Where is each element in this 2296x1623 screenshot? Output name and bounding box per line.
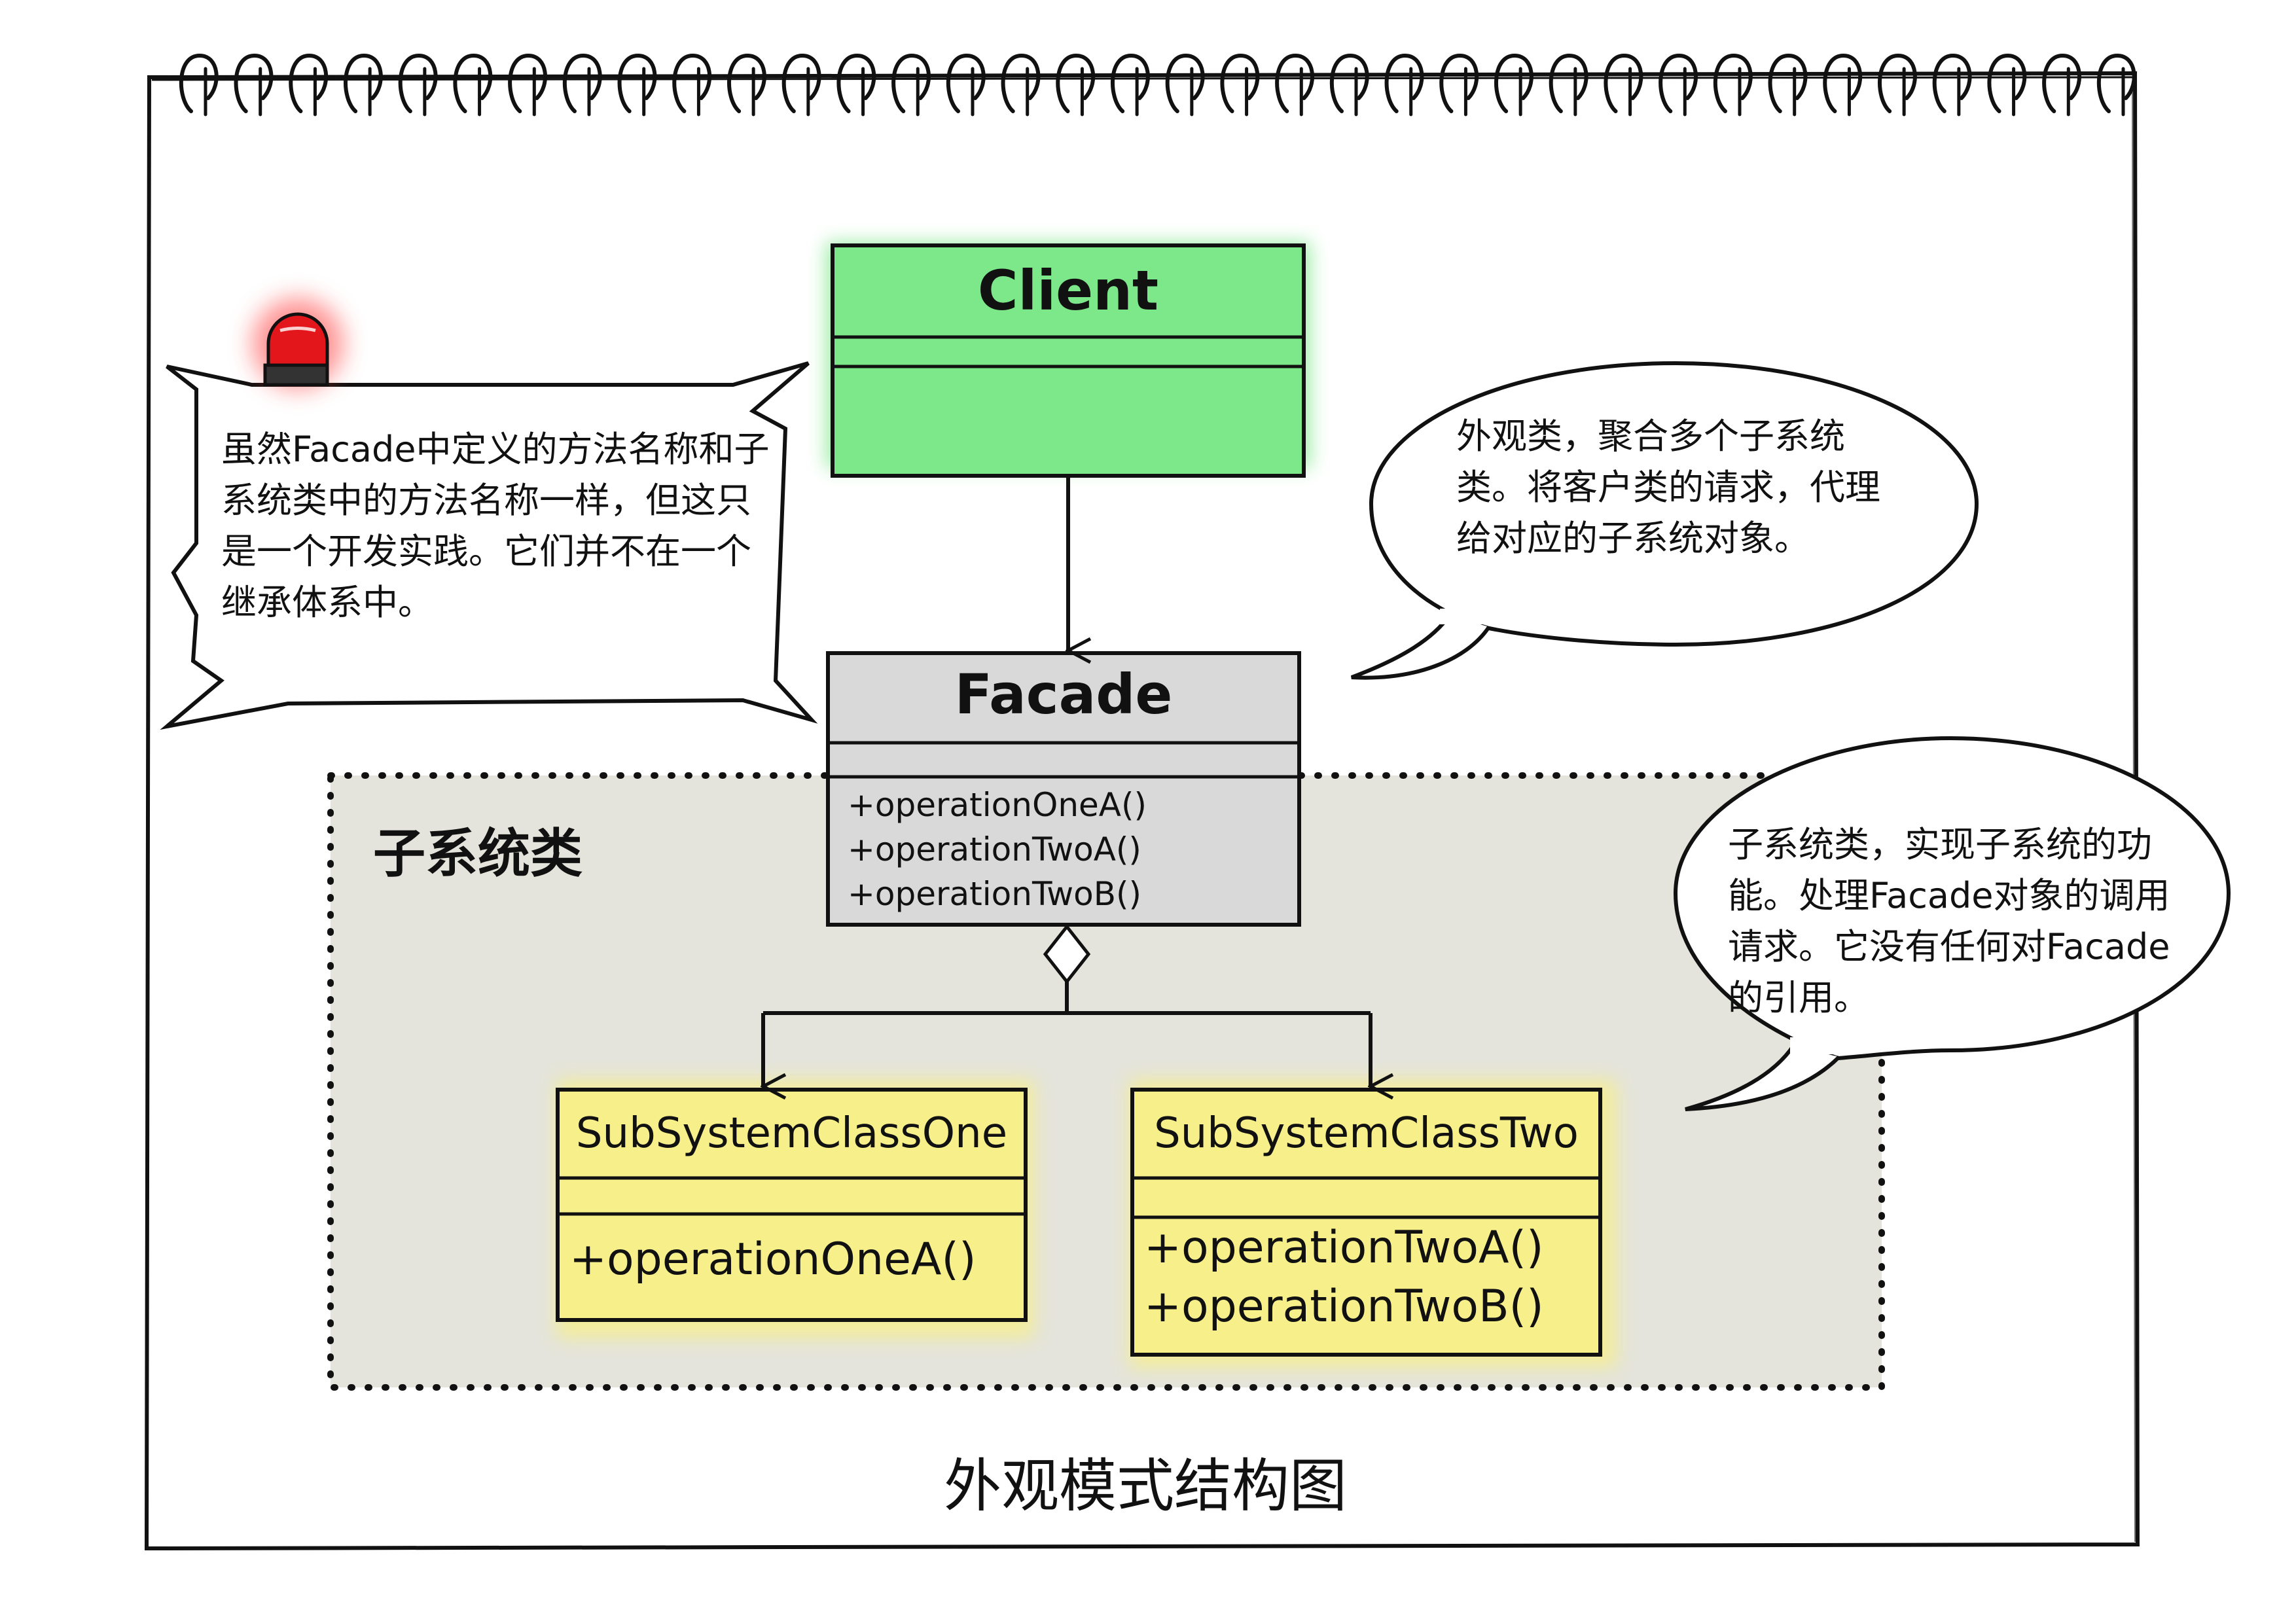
subsystem-note-text: 子系统类，实现子系统的功能。处理Facade对象的调用请求。它没有任何对Faca… <box>1728 824 2170 1018</box>
spiral-coil-icon <box>1878 53 1917 113</box>
spiral-coil-icon <box>508 53 547 113</box>
spiral-coil-icon <box>289 53 329 113</box>
client-class-box <box>831 243 1306 478</box>
spiral-coil-icon <box>1056 53 1096 113</box>
spiral-coil-icon <box>344 53 383 113</box>
spiral-coil-icon <box>1932 53 1972 113</box>
spiral-coil-icon <box>1768 53 1808 113</box>
sub-one-class-name: SubSystemClassOne <box>575 1109 1008 1158</box>
spiral-coil-icon <box>398 53 438 113</box>
subsystem-note-bubble <box>1673 736 2231 1111</box>
facade-operation: +operationTwoB() <box>848 875 1142 913</box>
spiral-binding-icon <box>179 53 2136 116</box>
spiral-coil-icon <box>1549 53 1588 113</box>
facade-class-box <box>826 651 1301 927</box>
spiral-coil-icon <box>2096 53 2136 113</box>
spiral-coil-icon <box>1713 53 1753 113</box>
facade-class-name: Facade <box>954 662 1173 726</box>
warning-note-text: 虽然Facade中定义的方法名称和子系统类中的方法名称一样，但这只是一个开发实践… <box>221 429 770 623</box>
sub-two-class-box <box>1130 1088 1602 1357</box>
sub-one-operation: +operationOneA() <box>569 1234 977 1285</box>
spiral-coil-icon <box>234 53 274 113</box>
spiral-coil-icon <box>2042 53 2081 113</box>
warning-callout-shape <box>160 361 818 730</box>
spiral-coil-icon <box>1001 53 1041 113</box>
client-class-name: Client <box>977 259 1159 323</box>
spiral-coil-icon <box>1987 53 2027 113</box>
spiral-coil-icon <box>1604 53 1643 113</box>
spiral-coil-icon <box>1111 53 1150 113</box>
facade-note-text: 外观类，聚合多个子系统类。将客户类的请求，代理给对应的子系统对象。 <box>1456 416 1880 559</box>
spiral-coil-icon <box>672 53 712 113</box>
spiral-coil-icon <box>453 53 493 113</box>
spiral-coil-icon <box>727 53 766 113</box>
diagram-caption: 外观模式结构图 <box>943 1452 1347 1520</box>
spiral-coil-icon <box>1659 53 1698 113</box>
spiral-coil-icon <box>946 53 986 113</box>
sub-two-class-name: SubSystemClassTwo <box>1154 1109 1579 1158</box>
spiral-coil-icon <box>891 53 931 113</box>
spiral-coil-icon <box>781 53 821 113</box>
spiral-coil-icon <box>1220 53 1260 113</box>
sub-two-operation: +operationTwoB() <box>1144 1281 1544 1332</box>
sub-two-operation: +operationTwoA() <box>1144 1222 1544 1274</box>
facade-operation: +operationOneA() <box>848 786 1147 824</box>
spiral-coil-icon <box>617 53 657 113</box>
aggregation-connector <box>763 923 1371 1086</box>
spiral-coil-icon <box>1823 53 1863 113</box>
spiral-coil-icon <box>1275 53 1314 113</box>
spiral-coil-icon <box>836 53 876 113</box>
alarm-light-icon <box>252 298 344 389</box>
subsystem-group-label: 子系统类 <box>373 823 583 884</box>
spiral-coil-icon <box>1329 53 1369 113</box>
spiral-coil-icon <box>1384 53 1424 113</box>
spiral-coil-icon <box>1439 53 1479 113</box>
sub-one-class-box <box>556 1088 1028 1322</box>
spiral-coil-icon <box>1494 53 1534 113</box>
spiral-coil-icon <box>179 53 219 113</box>
facade-note-bubble <box>1350 361 1979 680</box>
spiral-coil-icon <box>1165 53 1205 113</box>
facade-operation: +operationTwoA() <box>848 830 1141 868</box>
spiral-coil-icon <box>562 53 602 113</box>
